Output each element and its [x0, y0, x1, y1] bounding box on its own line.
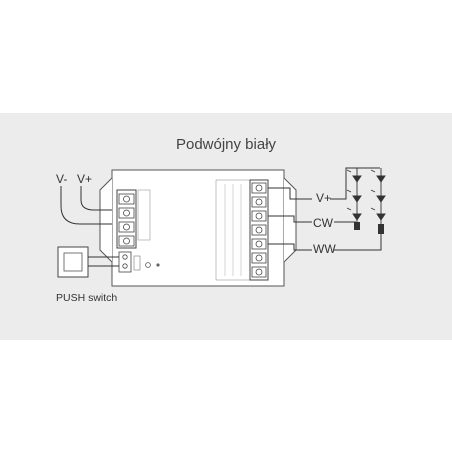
input-v-plus-label: V+: [77, 172, 93, 186]
output-v-plus-label: V+: [316, 191, 332, 205]
input-marking-strip: [137, 189, 151, 241]
led-strip: [346, 168, 386, 234]
switch-connector: [118, 251, 132, 273]
output-cw-label: CW: [313, 216, 333, 230]
indicator-block: [133, 255, 141, 271]
input-v-minus-label: V-: [56, 172, 68, 186]
led-dot: [156, 263, 160, 267]
power-input-wires: [60, 186, 112, 225]
controller-device: [99, 169, 297, 287]
output-wires: [268, 167, 382, 251]
diagram-title: Podwójny biały: [175, 136, 277, 153]
button-small: [145, 262, 151, 268]
push-switch-label: PUSH switch: [56, 292, 118, 304]
input-terminals: [118, 193, 135, 247]
input-terminal-block: [116, 189, 137, 249]
left-mount-tab: [99, 177, 113, 263]
output-terminals: [251, 182, 267, 278]
push-switch: [57, 246, 119, 278]
output-ww-label: WW: [313, 242, 336, 256]
